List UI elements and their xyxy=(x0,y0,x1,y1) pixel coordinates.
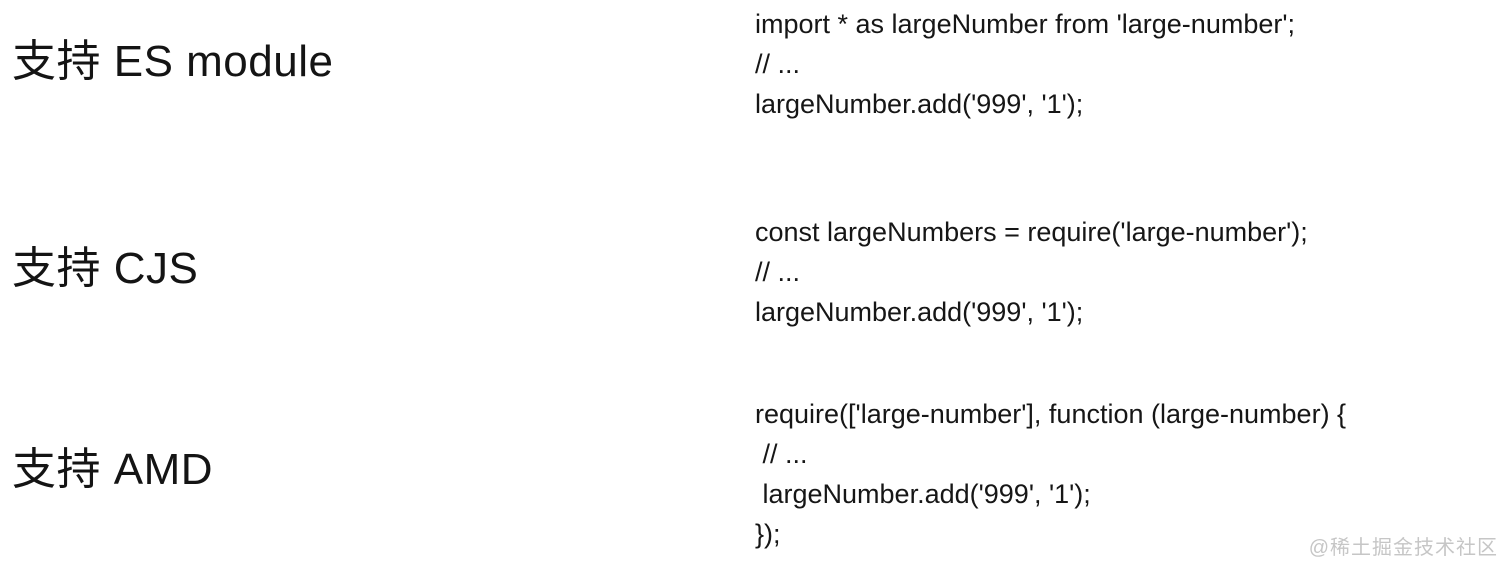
code-line: // ... xyxy=(755,257,801,287)
code-line: import * as largeNumber from 'large-numb… xyxy=(755,9,1295,39)
code-block-cjs: const largeNumbers = require('large-numb… xyxy=(755,212,1308,332)
code-line: // ... xyxy=(755,49,801,79)
code-line: largeNumber.add('999', '1'); xyxy=(755,479,1091,509)
code-line: largeNumber.add('999', '1'); xyxy=(755,89,1084,119)
code-line: }); xyxy=(755,519,781,549)
code-line: const largeNumbers = require('large-numb… xyxy=(755,217,1308,247)
section-label-cjs: 支持 CJS xyxy=(12,244,199,293)
code-block-es-module: import * as largeNumber from 'large-numb… xyxy=(755,4,1295,124)
watermark: @稀土掘金技术社区 xyxy=(1308,537,1498,559)
code-block-amd: require(['large-number'], function (larg… xyxy=(755,394,1346,554)
code-line: // ... xyxy=(755,439,808,469)
code-line: largeNumber.add('999', '1'); xyxy=(755,297,1084,327)
section-label-es-module: 支持 ES module xyxy=(12,37,334,86)
section-label-amd: 支持 AMD xyxy=(12,445,213,494)
code-line: require(['large-number'], function (larg… xyxy=(755,399,1347,429)
